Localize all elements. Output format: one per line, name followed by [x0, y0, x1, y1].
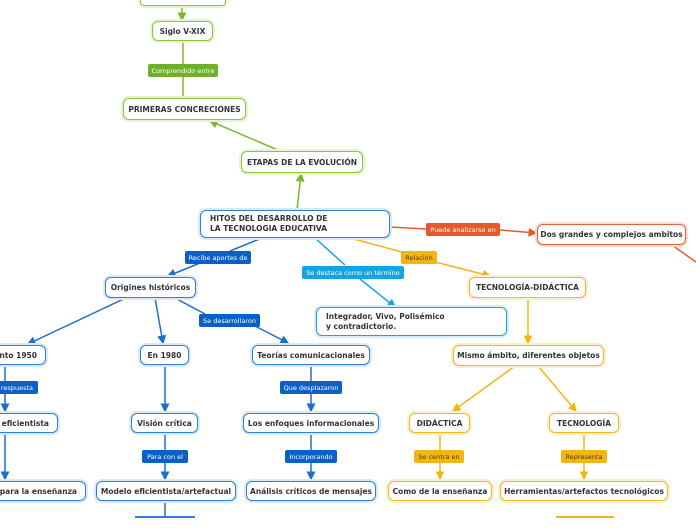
label-puede-analizarse[interactable]: Puede analizarse en — [426, 223, 500, 236]
node-teorias-text: Teorías comunicacionales — [257, 350, 365, 360]
edge-desarrollaron-teorias — [254, 325, 290, 344]
node-como-text: Como de la enseñanza — [392, 486, 488, 496]
node-mismo-ambito[interactable]: Mismo ámbito, diferentes objetos — [453, 345, 604, 366]
node-herramientas-text: Herramientas/artefactos tecnológicos — [504, 486, 664, 496]
node-etapas-text: ETAPAS DE LA EVOLUCIÓN — [247, 157, 357, 167]
node-para-ensenanza-text: s para la enseñanza — [0, 486, 77, 496]
node-como-ensenanza[interactable]: Como de la enseñanza — [388, 481, 492, 501]
node-en-1980[interactable]: En 1980 — [140, 345, 189, 365]
node-integrador[interactable]: Integrador, Vivo, Polisémico y contradic… — [316, 307, 507, 336]
edge-destaca-integrador — [359, 278, 397, 308]
node-tecnologia-didactica[interactable]: TECNOLOGÍA-DIDÁCTICA — [469, 277, 586, 298]
label-comprendido-entre[interactable]: Comprendido entre — [148, 64, 218, 77]
node-didactica[interactable]: DIDÁCTICA — [409, 413, 470, 433]
node-tecnologia[interactable]: TECNOLOGÍA — [549, 413, 619, 433]
edge-origenes-1950 — [26, 295, 131, 345]
node-siglo[interactable]: Siglo V-XIX — [152, 21, 213, 41]
edge-puede-dosgrandes — [499, 227, 538, 237]
node-mismo-text: Mismo ámbito, diferentes objetos — [457, 351, 600, 360]
label-se-desarrollaron[interactable]: Se desarrollaron — [199, 314, 260, 327]
edge-hitos-relacion — [349, 237, 403, 253]
node-1980-text: En 1980 — [147, 350, 182, 360]
node-didactica-text: DIDÁCTICA — [416, 418, 463, 428]
edge-origenes-desarrollaron — [174, 297, 206, 315]
label-incorporando[interactable]: Incorporando — [285, 450, 337, 463]
top-node-partial — [140, 0, 226, 6]
node-etapas-evolucion[interactable]: ETAPAS DE LA EVOLUCIÓN — [241, 151, 363, 173]
node-tecdidactica-text: TECNOLOGÍA-DIDÁCTICA — [476, 283, 579, 292]
node-primeras-text: PRIMERAS CONCRECIONES — [128, 104, 241, 114]
edge-origenes-1980 — [154, 297, 167, 345]
node-origenes-text: Origines históricos — [110, 283, 191, 292]
node-eficientista[interactable]: n eficientista — [0, 413, 58, 433]
edge-relacion-tecdidactica — [434, 261, 492, 279]
label-respuesta[interactable]: respuesta — [0, 381, 38, 394]
node-hitos-desarrollo[interactable]: HITOS DEL DESARROLLO DE LA TECNOLOGIA ED… — [200, 210, 390, 238]
label-se-centra-en[interactable]: Se centra en — [414, 450, 464, 463]
node-1950-text: ento 1950 — [0, 350, 37, 360]
node-tecnologia-text: TECNOLOGÍA — [556, 418, 612, 428]
label-recibe-aportes[interactable]: Recibe aportes de — [185, 251, 251, 264]
edge-recibe-origenes — [166, 262, 201, 278]
node-origines-historicos[interactable]: Origines históricos — [105, 277, 196, 298]
node-vision-text: Visión crítica — [137, 418, 192, 428]
node-dos-grandes-text: Dos grandes y complejos ambitos — [540, 230, 683, 239]
node-integrador-text: Integrador, Vivo, Polisémico y contradic… — [326, 311, 445, 331]
edge-hitos-destaca — [314, 237, 346, 266]
edge-hitos-etapas — [295, 172, 305, 211]
node-enfoques-text: Los enfoques informacionales — [247, 418, 375, 428]
node-primeras-concreciones[interactable]: PRIMERAS CONCRECIONES — [123, 98, 246, 120]
label-se-destaca[interactable]: Se destaca como un término — [302, 266, 404, 279]
node-dos-grandes-ambitos[interactable]: Dos grandes y complejos ambitos — [537, 224, 686, 245]
node-modelo-eficientista[interactable]: Modelo eficientista/artefactual — [96, 481, 236, 501]
node-vision-critica[interactable]: Visión crítica — [131, 413, 198, 433]
node-siglo-text: Siglo V-XIX — [159, 26, 206, 36]
node-momento-1950[interactable]: ento 1950 — [0, 345, 46, 365]
edge-mismo-didactica — [451, 365, 516, 412]
node-eficientista-text: n eficientista — [0, 418, 49, 428]
edge-hitos-puede — [389, 226, 427, 230]
node-modelo-text: Modelo eficientista/artefactual — [100, 486, 232, 496]
edge-dosgrandes-offscreen — [671, 244, 696, 263]
node-teorias-comunicacionales[interactable]: Teorías comunicacionales — [252, 345, 370, 365]
edge-etapas-primeras — [208, 119, 281, 152]
label-representa[interactable]: Representa — [561, 450, 607, 463]
node-para-ensenanza[interactable]: s para la enseñanza — [0, 481, 86, 501]
node-enfoques-informacionales[interactable]: Los enfoques informacionales — [243, 413, 379, 433]
node-hitos-text: HITOS DEL DESARROLLO DE LA TECNOLOGIA ED… — [210, 214, 328, 233]
label-que-desplazaron[interactable]: Que desplazaron — [280, 381, 342, 394]
edge-mismo-tecnologia — [537, 365, 577, 413]
edge-hitos-recibe — [229, 237, 263, 252]
bottom-node-blue-partial — [135, 516, 195, 528]
label-relacion[interactable]: Relación — [401, 251, 437, 264]
label-para-con-el[interactable]: Para con el — [142, 450, 188, 463]
node-analisis-text: Análisis críticos de mensajes — [250, 486, 372, 496]
node-analisis-criticos[interactable]: Análisis críticos de mensajes — [246, 481, 376, 501]
node-herramientas[interactable]: Herramientas/artefactos tecnológicos — [500, 481, 668, 501]
bottom-node-orange-partial — [556, 516, 614, 528]
